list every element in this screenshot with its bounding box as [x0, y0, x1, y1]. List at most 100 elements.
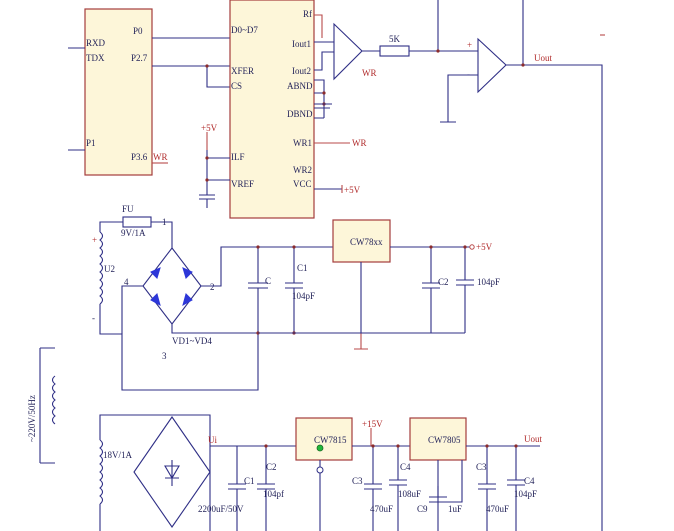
cap-15-c3b-value: 470uF	[486, 504, 509, 514]
dac-pin-xfer: XFER	[231, 66, 254, 76]
mcu-pin-p36: P3.6	[131, 152, 148, 162]
mcu-pin-p0: P0	[133, 26, 143, 36]
junction-c2-top	[429, 245, 433, 249]
output-5v-terminal	[469, 244, 475, 250]
diode-vd1-icon	[150, 267, 161, 279]
junction-c2b-top	[463, 245, 467, 249]
fuse-fu	[122, 216, 152, 228]
junction-15-c4b	[514, 444, 518, 448]
transformer-u2-label: U2	[104, 264, 115, 274]
opamp-2-minus: -	[467, 69, 470, 79]
fuse-rating: 9V/1A	[121, 228, 146, 238]
cap-c-label: C	[265, 276, 271, 286]
regulator-cw78xx	[332, 219, 391, 263]
mains-primary: ~220V/50Hz	[27, 347, 56, 464]
cap-15-c3	[364, 446, 382, 531]
cap-c2b-value: 104pF	[477, 277, 500, 287]
iout-wires	[314, 41, 334, 71]
junction-uout	[521, 63, 525, 67]
dac-pin-rf: Rf	[303, 9, 312, 19]
cap-15-c1-value: 2200uF/50V	[198, 504, 244, 514]
diode-vd3-icon	[150, 293, 161, 307]
cw7815-marker	[316, 444, 324, 452]
bridge-rectifier-2	[133, 416, 211, 528]
cap-c2-label: C2	[438, 277, 449, 287]
cap-c1-label: C1	[297, 263, 308, 273]
v15-label: +15V	[362, 419, 383, 429]
bridge-node-3: 3	[162, 351, 167, 361]
dac-pin-iout2: Iout2	[292, 66, 311, 76]
cap-15-c4b-label: C4	[524, 476, 535, 486]
cap-15-c4-value: 108uF	[398, 489, 421, 499]
cap-15-c2-label: C2	[266, 462, 277, 472]
fuse-to-bridge	[151, 221, 173, 248]
junction-15-c3	[371, 444, 375, 448]
bridge-rectifier	[142, 247, 202, 325]
mains-coil	[51, 375, 56, 425]
regulator-cw7815	[295, 417, 353, 461]
regulator-cw7805	[409, 417, 467, 461]
junction-5k	[436, 49, 440, 53]
psu-5v: U2 + - FU 9V/1A 1 4 2 3 VD1~VD4 C C1 104…	[92, 204, 500, 391]
junction-c-top	[256, 245, 260, 249]
dac-pin-d0d7: D0~D7	[231, 25, 258, 35]
mcu-pin-tdx: TDX	[86, 53, 105, 63]
transformer-u2-coil	[99, 231, 104, 305]
cap-15-c9-value: 1uF	[448, 504, 462, 514]
bridge-return	[121, 285, 258, 334]
mcu-pin-p27: P2.7	[131, 53, 148, 63]
junction-gnd-1	[322, 91, 326, 95]
junction-15-c4	[396, 444, 400, 448]
opamp-1-wr-label: WR	[362, 68, 377, 78]
junction-c1-top	[292, 245, 296, 249]
mcu-left-wires	[68, 47, 85, 151]
junction-vref	[205, 178, 209, 182]
transformer-18v-leads	[99, 414, 211, 531]
mains-lead-wires	[39, 347, 55, 464]
dac-pin-wr1: WR1	[293, 138, 312, 148]
mcu-pin-rxd: RXD	[86, 38, 106, 48]
dac-pin-iout1: Iout1	[292, 39, 311, 49]
diode-vd2-icon	[182, 267, 193, 279]
fuse-label: FU	[122, 204, 134, 214]
cap-c2b	[456, 247, 474, 333]
opamp-1: WR	[333, 22, 377, 81]
cap-15-c3b-label: C3	[476, 462, 487, 472]
opamp-2-minus-gnd	[440, 74, 478, 123]
bridge-label: VD1~VD4	[172, 336, 212, 346]
opamp-2-plus: +	[467, 40, 472, 50]
dac-pin-abnd: ABND	[287, 81, 313, 91]
dac-pin-vcc: VCC	[293, 179, 312, 189]
cap-15-c1-label: C1	[244, 476, 255, 486]
resistor-5k	[379, 45, 410, 57]
junction-p27	[205, 64, 209, 68]
rf-wire	[314, 14, 323, 38]
opamp-output-label: Uout	[534, 53, 552, 63]
output-5v-label: +5V	[476, 242, 493, 252]
junction-15-c3b	[485, 444, 489, 448]
cap-15-c2-value: 104pf	[263, 489, 284, 499]
ilf-5v-label: +5V	[201, 123, 218, 133]
cap-c2	[422, 247, 440, 333]
opamp-2: + -	[467, 37, 507, 94]
mains-label: ~220V/50Hz	[27, 395, 37, 442]
bridge-node-2: 2	[210, 282, 215, 292]
diode-vd4-icon	[182, 293, 193, 307]
cap-15-c9-label: C9	[417, 504, 428, 514]
mcu-body	[84, 8, 153, 176]
cap-15-c9	[429, 460, 463, 503]
mcu-chip: RXD TDX P0 P2.7 P1 P3.6 WR	[68, 8, 168, 176]
bridge-node-1: 1	[162, 217, 167, 227]
ui-label: Ui	[208, 435, 217, 445]
cw7815-gnd-terminal	[316, 466, 324, 474]
dac-wr1-label: WR	[352, 138, 367, 148]
cap-15-c4-label: C4	[400, 462, 411, 472]
resistor-5k-label: 5K	[389, 34, 401, 44]
transformer-u2-plus: +	[92, 235, 97, 245]
transformer-18v-coil	[99, 439, 104, 505]
cap-c1	[285, 247, 303, 333]
regulator-cw7815-label: CW7815	[314, 435, 347, 445]
cap-15-c3-value: 470uF	[370, 504, 393, 514]
opamp-2-triangle	[477, 37, 507, 94]
